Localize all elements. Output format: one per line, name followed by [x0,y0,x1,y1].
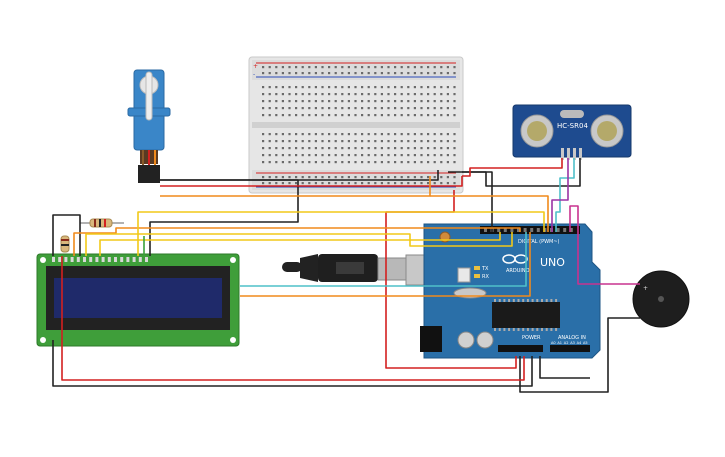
arduino-uno-board[interactable]: DIGITAL (PWM~) ARDUINO UNO TX RX POWER A… [420,223,601,359]
wire-servo-vcc[interactable] [160,176,463,187]
analog-pin-a3: A3 [570,341,575,345]
arduino-model: UNO [540,256,565,269]
wire-lcd-bottom-gnd[interactable] [52,340,533,387]
power-header [498,345,543,352]
analog-label: ANALOG IN [558,335,586,341]
piezo-buzzer[interactable]: + [632,270,690,328]
resistor-2[interactable] [60,235,70,253]
servo-motor[interactable] [127,69,171,183]
analog-pin-a1: A1 [557,341,562,345]
digital-header [480,226,580,234]
atmega-chip [492,302,560,328]
wire-lcd-data[interactable] [240,232,531,297]
sensor-pin-echo[interactable] [573,148,576,160]
wire-lcd-d5[interactable] [240,232,527,287]
sensor-pin-gnd[interactable] [579,148,582,160]
wires [52,158,640,393]
power-label: POWER [522,335,541,341]
wire-lcd-vcc[interactable] [61,256,525,381]
wire-sensor-trig[interactable] [555,158,575,232]
svg-text:+: + [643,285,648,292]
wire-lcd-rs[interactable] [73,227,521,256]
sensor-model-label: HC-SR04 [557,122,588,130]
digital-label: DIGITAL (PWM~) [518,239,560,245]
usb-cable[interactable] [282,254,443,286]
lcd-screen [54,278,222,318]
wire-buzzer-signal[interactable] [569,205,640,285]
resistor[interactable] [80,218,124,228]
analog-pin-a2: A2 [564,341,569,345]
breadboard-holes [262,66,456,185]
rail-minus-label: - [253,71,255,78]
power-jack[interactable] [420,326,442,352]
wire-gnd-rail[interactable] [160,170,439,181]
servo-horn [145,71,153,121]
wire-arduino-5v[interactable] [385,190,517,369]
sensor-pin-vcc[interactable] [561,148,564,160]
arduino-logo [502,254,528,264]
arduino-brand: ARDUINO [506,268,530,274]
lcd-header-pins [52,257,148,262]
wire-sensor-gnd[interactable] [462,158,581,187]
ultrasonic-sensor[interactable]: HC-SR04 [512,104,632,160]
rx-label: RX [482,274,489,280]
rail-plus-label: + [253,63,258,70]
wire-sensor-vcc[interactable] [462,158,563,177]
analog-pin-a5: A5 [583,341,588,345]
analog-pin-a4: A4 [577,341,582,345]
wire-sensor-echo[interactable] [551,158,569,232]
tx-label: TX [481,266,489,272]
lcd-display[interactable] [36,253,240,347]
breadboard[interactable]: + - [248,56,464,194]
sensor-pin-trig[interactable] [567,148,570,160]
sensor-pins [561,148,582,160]
wire-lcd-gnd[interactable] [52,214,81,256]
analog-pin-a0: A0 [551,341,556,345]
analog-header [550,345,590,352]
servo-connector [138,165,160,183]
